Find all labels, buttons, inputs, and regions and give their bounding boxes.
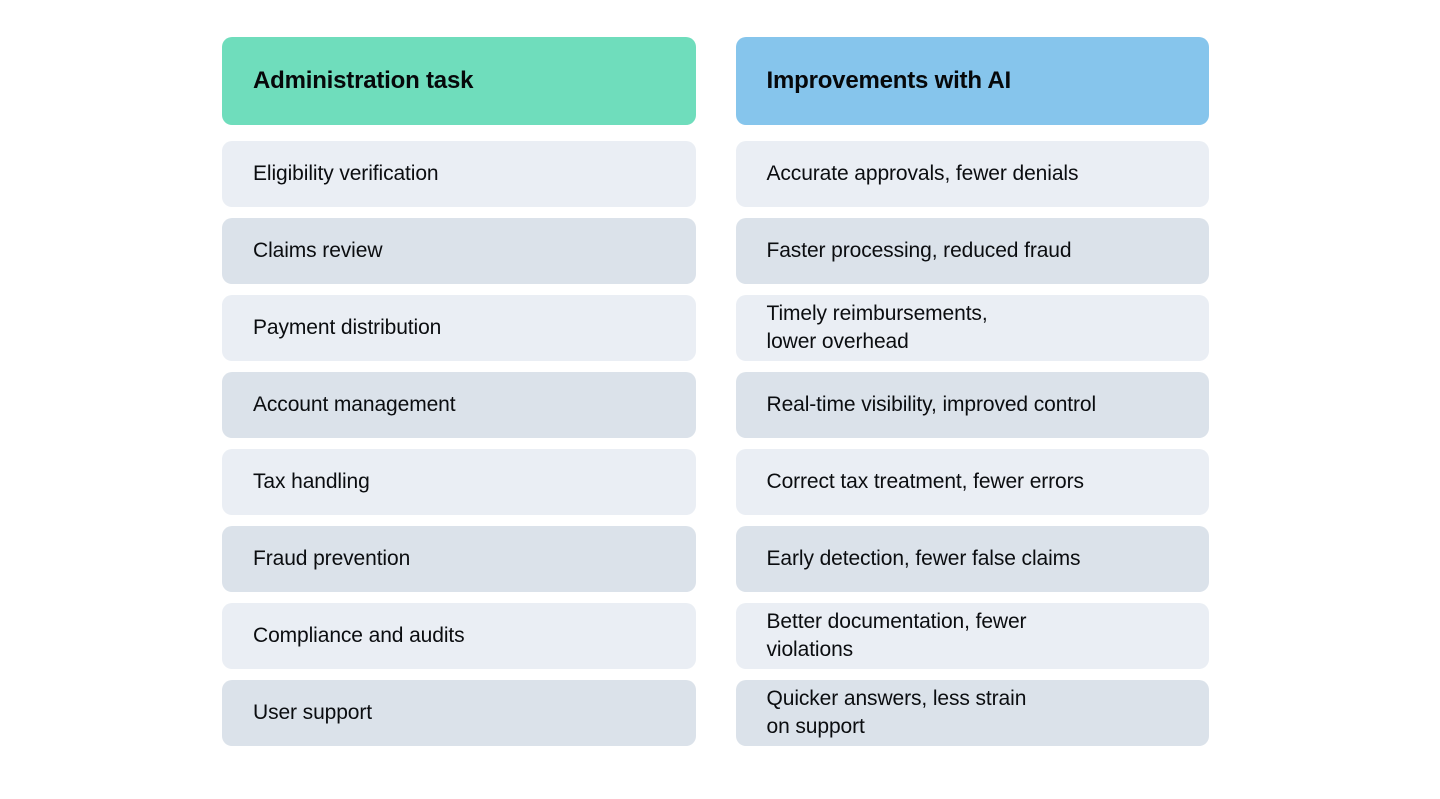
- cell-text: Claims review: [253, 239, 383, 262]
- table-row: Fraud prevention: [222, 526, 696, 592]
- table-row: Better documentation, fewer violations: [735, 603, 1209, 669]
- table-row: Account management: [222, 372, 696, 438]
- table-row: Payment distribution: [222, 295, 696, 361]
- cell-text: Real-time visibility, improved control: [766, 393, 1097, 416]
- column-header-label: Administration task: [253, 66, 474, 94]
- cell-text: Account management: [253, 393, 456, 416]
- cell-text: Timely reimbursements, lower overhead: [766, 302, 988, 353]
- table-row: User support: [222, 680, 696, 746]
- column-header-administration-task: Administration task: [222, 37, 696, 125]
- table-row: Accurate approvals, fewer denials: [735, 141, 1209, 207]
- table-column-improvements-with-ai: Improvements with AI Accurate approvals,…: [735, 37, 1209, 746]
- table-row: Timely reimbursements, lower overhead: [735, 295, 1209, 361]
- table-row: Quicker answers, less strain on support: [735, 680, 1209, 746]
- cell-text: Quicker answers, less strain on support: [766, 687, 1027, 738]
- table-column-administration-task: Administration task Eligibility verifica…: [222, 37, 696, 746]
- cell-text: Fraud prevention: [253, 547, 411, 570]
- cell-text: Faster processing, reduced fraud: [766, 239, 1072, 262]
- column-header-improvements-with-ai: Improvements with AI: [735, 37, 1209, 125]
- table-row: Early detection, fewer false claims: [735, 526, 1209, 592]
- cell-text: Early detection, fewer false claims: [766, 547, 1081, 570]
- cell-text: Payment distribution: [253, 316, 442, 339]
- comparison-table: Administration task Eligibility verifica…: [222, 37, 1209, 746]
- cell-text: Correct tax treatment, fewer errors: [766, 470, 1085, 493]
- cell-text: Eligibility verification: [253, 162, 439, 185]
- column-header-label: Improvements with AI: [766, 66, 1012, 94]
- cell-text: Tax handling: [253, 470, 370, 493]
- table-row: Claims review: [222, 218, 696, 284]
- cell-text: Accurate approvals, fewer denials: [766, 162, 1079, 185]
- table-row: Eligibility verification: [222, 141, 696, 207]
- table-row: Real-time visibility, improved control: [735, 372, 1209, 438]
- table-row: Tax handling: [222, 449, 696, 515]
- table-row: Correct tax treatment, fewer errors: [735, 449, 1209, 515]
- cell-text: Better documentation, fewer violations: [766, 610, 1027, 661]
- table-row: Faster processing, reduced fraud: [735, 218, 1209, 284]
- cell-text: User support: [253, 701, 373, 724]
- table-row: Compliance and audits: [222, 603, 696, 669]
- cell-text: Compliance and audits: [253, 624, 465, 647]
